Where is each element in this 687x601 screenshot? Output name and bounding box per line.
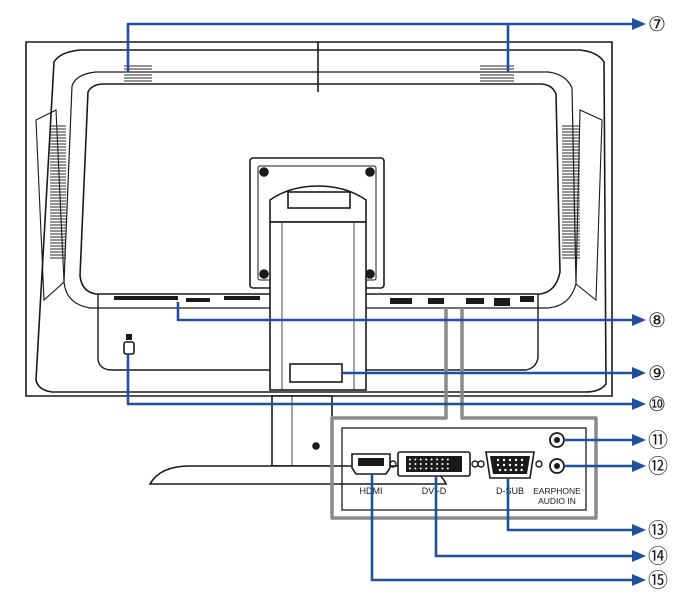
left-side-vent: [50, 125, 66, 259]
connector-pin: [430, 467, 433, 470]
connector-pin: [446, 458, 449, 461]
connector-pin: [414, 458, 417, 461]
connector-pin: [520, 463, 524, 467]
leader-7: [126, 22, 634, 72]
connector-pin: [441, 463, 444, 465]
connector-pin: [419, 467, 422, 470]
callout-15: ⑮: [648, 569, 668, 592]
connector-pin: [414, 463, 417, 465]
terminal-detail: HDMI DVI-D D-SUB EARPHONE AUDIO IN: [330, 308, 598, 520]
earphone-jack: [549, 432, 565, 448]
right-side-vent: [562, 125, 580, 259]
leader-8: [176, 302, 634, 322]
connector-pin: [502, 463, 506, 467]
vent-slots: [50, 65, 580, 259]
connector-pin: [446, 463, 449, 465]
connector-pin: [409, 458, 411, 461]
connector-pin: [436, 467, 438, 470]
connector-pin: [498, 468, 502, 472]
connector-pin: [425, 458, 428, 461]
callout-numbers: ⑦ ⑧ ⑨ ⑩ ⑪ ⑫ ⑬ ⑭ ⑮: [648, 14, 668, 592]
connector-pin: [496, 463, 500, 467]
connector-pin: [446, 467, 449, 470]
connector-pin: [520, 468, 523, 472]
connector-pin: [502, 458, 506, 462]
connector-pin: [520, 458, 524, 462]
connector-pin: [419, 463, 422, 465]
dsub-label: D-SUB: [496, 486, 524, 496]
connector-pin: [436, 463, 438, 465]
connector-pin: [504, 468, 507, 472]
audio-in-label: AUDIO IN: [538, 496, 576, 506]
leader-lines: [126, 22, 634, 582]
arrow-heads: [632, 18, 646, 586]
connector-pin: [514, 463, 518, 467]
connector-pin: [409, 463, 411, 465]
dvi-port: [389, 451, 479, 477]
leader-10: [126, 354, 634, 406]
connector-pin: [441, 458, 444, 461]
connector-pin: [441, 467, 444, 470]
cable-clip: [289, 363, 343, 383]
callout-9: ⑨: [648, 363, 666, 385]
callout-7: ⑦: [648, 14, 666, 36]
security-slot: [123, 334, 135, 355]
hdmi-port: [351, 453, 391, 475]
leader-13: [506, 478, 634, 532]
connector-pin: [409, 467, 411, 470]
leader-14: [434, 476, 634, 558]
callout-11: ⑪: [648, 429, 668, 452]
connector-pin: [436, 458, 438, 461]
connector-pin: [419, 458, 422, 461]
connector-pin: [425, 463, 428, 465]
connector-pin: [496, 458, 500, 462]
callout-12: ⑫: [648, 455, 668, 478]
connector-strip: [114, 296, 534, 306]
connector-pin: [508, 458, 512, 462]
audio-in-jack: [549, 458, 565, 474]
stand-neck: [269, 185, 367, 391]
callout-14: ⑭: [648, 545, 668, 568]
leader-15: [370, 474, 634, 582]
callout-8: ⑧: [648, 310, 666, 332]
connector-pin: [514, 458, 518, 462]
callout-13: ⑬: [648, 519, 668, 542]
dvi-label: DVI-D: [422, 486, 447, 496]
connector-pin: [425, 467, 428, 470]
earphone-label: EARPHONE: [533, 486, 581, 496]
connector-pin: [430, 458, 433, 461]
connector-pin: [515, 468, 518, 472]
connector-pin: [430, 463, 433, 465]
connector-pin: [509, 468, 512, 472]
connector-pin: [414, 467, 417, 470]
dsub-port: [477, 451, 543, 479]
connector-pin: [508, 463, 512, 467]
callout-10: ⑩: [648, 394, 666, 416]
